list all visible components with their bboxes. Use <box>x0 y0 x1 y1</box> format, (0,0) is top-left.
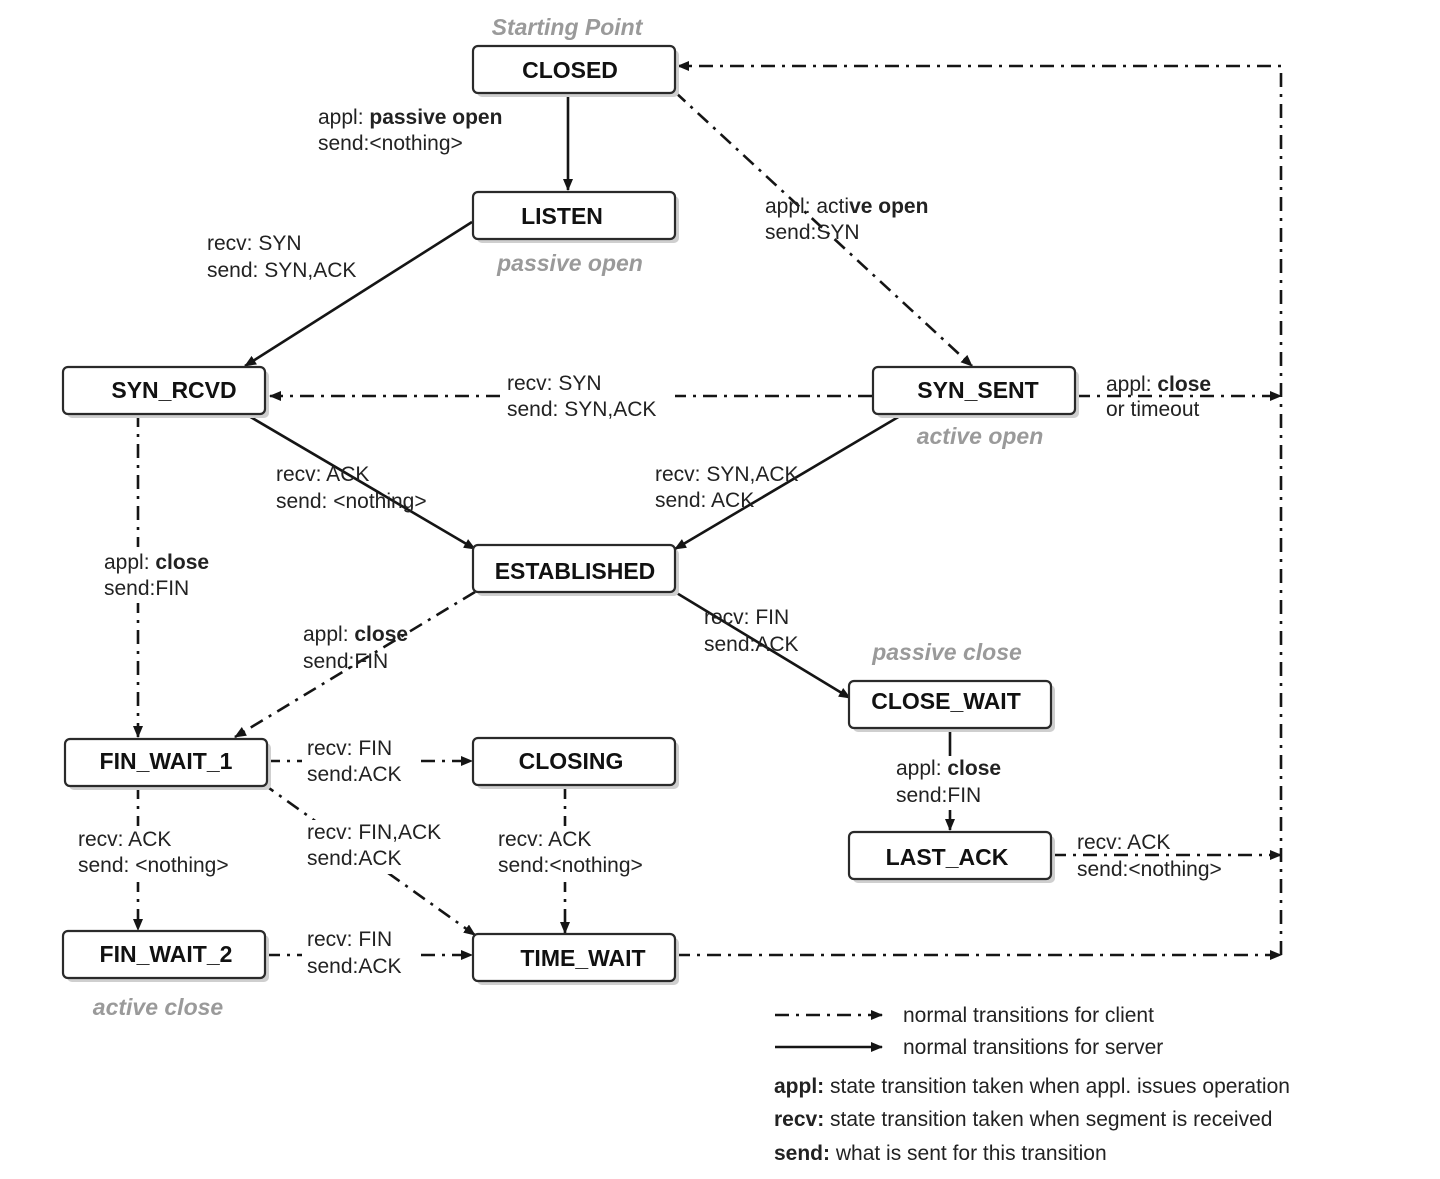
label-closed-listen: appl: passive open send:<nothing> <box>318 106 502 155</box>
svg-text:recv: ACK: recv: ACK <box>276 463 369 486</box>
svg-text:recv: ACK: recv: ACK <box>78 828 171 851</box>
phase-passive-open: passive open <box>496 250 643 276</box>
label-fin-wait-1-closing: recv: FIN send:ACK <box>302 736 414 790</box>
label-listen-syn-rcvd: recv: SYN send: SYN,ACK <box>207 232 356 282</box>
edge-syn-rcvd-established <box>241 410 476 551</box>
legend-send: send: what is sent for this transition <box>774 1142 1107 1165</box>
svg-text:recv: SYN: recv: SYN <box>207 232 302 255</box>
state-closing-label: CLOSING <box>519 748 624 774</box>
svg-text:send:FIN: send:FIN <box>104 577 189 600</box>
state-time-wait: TIME_WAIT <box>471 932 679 985</box>
svg-text:send: <nothing>: send: <nothing> <box>276 490 427 513</box>
svg-text:send:FIN: send:FIN <box>303 650 388 673</box>
label-fin-wait-1-time-wait: recv: FIN,ACK send:ACK <box>302 820 454 874</box>
legend: normal transitions for client normal tra… <box>774 1004 1290 1165</box>
svg-text:send:ACK: send:ACK <box>307 763 402 786</box>
label-syn-sent-closed: appl: close or timeout <box>1106 373 1211 421</box>
svg-text:recv: FIN: recv: FIN <box>307 737 392 760</box>
svg-text:send:ACK: send:ACK <box>307 847 402 870</box>
svg-text:send: SYN,ACK: send: SYN,ACK <box>507 398 656 421</box>
state-close-wait-label: CLOSE_WAIT <box>871 688 1021 714</box>
state-listen-label: LISTEN <box>521 203 603 229</box>
label-syn-sent-established: recv: SYN,ACK send: ACK <box>655 463 799 512</box>
state-time-wait-label: TIME_WAIT <box>520 945 645 971</box>
svg-text:appl: close: appl: close <box>1106 373 1211 396</box>
label-fin-wait-1-fin-wait-2: recv: ACK send: <nothing> <box>74 826 244 882</box>
svg-text:send: <nothing>: send: <nothing> <box>78 854 229 877</box>
edge-return-to-closed <box>677 61 1283 955</box>
svg-text:recv: FIN: recv: FIN <box>704 606 789 629</box>
svg-text:send:ACK: send:ACK <box>704 633 799 656</box>
label-established-fin-wait-1: appl: close send:FIN <box>303 623 408 673</box>
edge-established-close-wait <box>674 590 851 700</box>
state-closed: CLOSED <box>471 44 679 97</box>
svg-text:send:<nothing>: send:<nothing> <box>318 132 463 155</box>
state-closing: CLOSING <box>471 736 679 789</box>
phase-passive-close: passive close <box>871 639 1022 665</box>
legend-server-text: normal transitions for server <box>903 1036 1163 1059</box>
state-fin-wait-2: FIN_WAIT_2 <box>61 929 269 982</box>
state-closed-label: CLOSED <box>522 57 618 83</box>
phase-active-open: active open <box>917 423 1044 449</box>
legend-recv: recv: state transition taken when segmen… <box>774 1108 1272 1131</box>
svg-text:appl: close: appl: close <box>104 551 209 574</box>
label-close-wait-last-ack: appl: close send:FIN <box>892 756 1012 810</box>
svg-text:send:SYN: send:SYN <box>765 221 860 244</box>
label-syn-sent-syn-rcvd: recv: SYN send: SYN,ACK <box>500 370 675 424</box>
phase-active-close: active close <box>93 994 224 1020</box>
svg-text:appl: active open: appl: active open <box>765 195 928 218</box>
state-fin-wait-1: FIN_WAIT_1 <box>63 737 271 790</box>
state-established-label: ESTABLISHED <box>495 558 656 584</box>
label-syn-rcvd-fin-wait-1: appl: close send:FIN <box>100 547 225 603</box>
state-fin-wait-1-label: FIN_WAIT_1 <box>100 748 233 774</box>
svg-text:recv: SYN: recv: SYN <box>507 372 602 395</box>
label-closing-time-wait: recv: ACK send:<nothing> <box>494 826 660 882</box>
legend-client-text: normal transitions for client <box>903 1004 1154 1027</box>
state-syn-rcvd-label: SYN_RCVD <box>111 377 236 403</box>
state-syn-sent-label: SYN_SENT <box>917 377 1038 403</box>
label-last-ack-closed: recv: ACK send:<nothing> <box>1077 831 1222 881</box>
state-last-ack-label: LAST_ACK <box>886 844 1009 870</box>
svg-text:appl: passive open: appl: passive open <box>318 106 502 129</box>
svg-text:appl: close: appl: close <box>303 623 408 646</box>
edge-closed-syn-sent <box>674 91 973 367</box>
svg-text:or timeout: or timeout <box>1106 398 1200 421</box>
state-last-ack: LAST_ACK <box>847 830 1055 883</box>
svg-text:send:<nothing>: send:<nothing> <box>498 854 643 877</box>
starting-point-label: Starting Point <box>492 14 644 40</box>
svg-text:recv: ACK: recv: ACK <box>498 828 591 851</box>
svg-text:send:FIN: send:FIN <box>896 784 981 807</box>
edge-syn-sent-established <box>674 411 906 551</box>
state-fin-wait-2-label: FIN_WAIT_2 <box>100 941 233 967</box>
state-established: ESTABLISHED <box>471 543 679 596</box>
svg-text:send:<nothing>: send:<nothing> <box>1077 858 1222 881</box>
label-fin-wait-2-time-wait: recv: FIN send:ACK <box>302 928 414 982</box>
svg-text:recv: ACK: recv: ACK <box>1077 831 1170 854</box>
svg-text:appl: close: appl: close <box>896 757 1001 780</box>
svg-text:recv: FIN: recv: FIN <box>307 928 392 951</box>
state-listen: LISTEN <box>471 190 679 243</box>
svg-text:recv: SYN,ACK: recv: SYN,ACK <box>655 463 799 486</box>
state-close-wait: CLOSE_WAIT <box>847 679 1055 732</box>
legend-appl: appl: state transition taken when appl. … <box>774 1075 1290 1098</box>
svg-text:send:ACK: send:ACK <box>307 955 402 978</box>
state-syn-sent: SYN_SENT <box>871 365 1079 418</box>
label-established-close-wait: recv: FIN send:ACK <box>704 606 799 656</box>
label-syn-rcvd-established: recv: ACK send: <nothing> <box>276 463 427 513</box>
state-syn-rcvd: SYN_RCVD <box>61 365 269 418</box>
svg-text:recv: FIN,ACK: recv: FIN,ACK <box>307 821 441 844</box>
svg-text:send: ACK: send: ACK <box>655 489 754 512</box>
edge-listen-syn-rcvd <box>244 220 473 368</box>
label-closed-syn-sent: appl: active open send:SYN <box>765 195 928 244</box>
svg-text:send: SYN,ACK: send: SYN,ACK <box>207 259 356 282</box>
